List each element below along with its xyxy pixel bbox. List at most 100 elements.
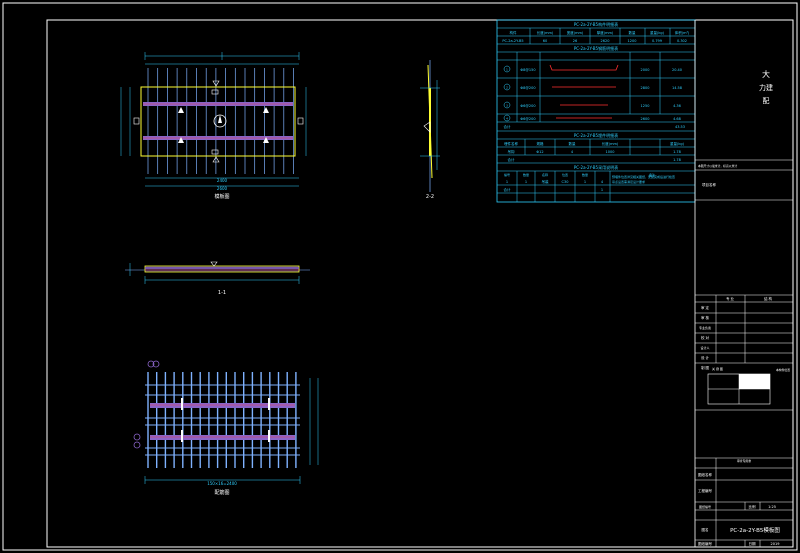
- rebar-spec-2: Φ8@200: [520, 86, 535, 90]
- drawing-frame-inner: [46, 19, 794, 548]
- note-h-1: 数量: [523, 172, 529, 177]
- rebar-id-2: 2: [506, 86, 508, 90]
- note-h-5: 备注: [649, 172, 655, 177]
- table-h-5: 重量(kg): [650, 30, 665, 35]
- company-line-2: 力建: [759, 83, 773, 92]
- note-text-2: 吊点设置需满足设计要求: [612, 179, 645, 184]
- rebar-strip-1: [150, 403, 295, 408]
- note-h-4: 数量: [582, 172, 588, 177]
- embed-h-3: 长度(mm): [602, 141, 619, 146]
- key-plan-note: 本构件位置: [776, 368, 790, 372]
- note-h-3: 位置: [562, 172, 568, 177]
- note-h-2: 名称: [542, 172, 548, 177]
- rebar-len-3: 1250: [641, 104, 650, 108]
- section-2-2[interactable]: 2-2: [420, 60, 440, 200]
- table-h-4: 数量: [629, 30, 637, 35]
- rebar-id-4: 4: [506, 117, 508, 121]
- section-1-1-label: 1-1: [218, 290, 226, 296]
- note-h-0: 编号: [504, 172, 510, 177]
- bottom-mid: 日期: [749, 541, 757, 546]
- company-line-3: 配: [763, 97, 770, 105]
- small-note: 本图尺寸以毫米计，标高以米计: [698, 164, 737, 168]
- grid-header-1: 专 业: [726, 296, 735, 301]
- rebar-total-value: 43.53: [675, 125, 685, 129]
- plan-dim-partial: 2400: [217, 178, 228, 183]
- note-r-4: 1: [584, 180, 586, 184]
- rebar-kg-4: 4.68: [673, 117, 681, 121]
- rebar-spec-4: Φ6@200: [520, 117, 535, 121]
- embed-r-2: 4: [571, 150, 574, 154]
- company-line-1: 大: [762, 69, 770, 79]
- rebar-kg-3: 4.36: [673, 104, 681, 108]
- table-r-1: 60: [543, 39, 547, 43]
- embed-r-3: 1000: [606, 150, 615, 154]
- plan-view-label: 模板图: [214, 193, 229, 200]
- title-block[interactable]: 大 力建 配 本图尺寸以毫米计，标高以米计 项目名称 专 业 结 构 审 定 审…: [694, 20, 793, 547]
- drawing-name-label: 图名: [702, 527, 709, 532]
- title-row-4: 设计人: [700, 345, 709, 350]
- note-r-1: 1: [525, 180, 527, 184]
- embed-total-label: 合计: [508, 157, 516, 162]
- note-total-value: 1: [601, 188, 603, 192]
- f-row-0: 图纸名称: [698, 472, 712, 477]
- note-r-0: 1: [506, 180, 508, 184]
- embed-h-2: 数量: [569, 141, 577, 146]
- rebar-dim-label: 150×16=2400: [207, 481, 237, 486]
- note-r-3: C30: [562, 180, 569, 184]
- embed-r-4: 1.78: [673, 150, 681, 154]
- title-row-0: 审 定: [701, 305, 710, 310]
- embed-total-value: 1.78: [673, 158, 681, 162]
- embed-r-0: 吊钩: [508, 149, 516, 154]
- bottom-left: 图纸编号: [698, 541, 712, 546]
- section-1-1[interactable]: 1-1: [125, 261, 310, 296]
- table-r-5: 0.799: [652, 39, 662, 43]
- title-row-2: 专业负责: [699, 325, 711, 330]
- table-r-4: 1200: [628, 39, 637, 43]
- table-title-3: PC-2a-2Y-B5埋件明细表: [574, 132, 618, 138]
- note-text-1: 预埋件位置详见相关图纸，安装完成后进行检查: [612, 174, 675, 179]
- table-h-3: 厚度(mm): [597, 30, 614, 35]
- drawing-title: PC-2a-2Y-B5模板图: [730, 526, 780, 534]
- stamp-note: 审查专用章: [737, 459, 751, 463]
- table-r-6: 0.302: [677, 39, 687, 43]
- f-row-2: 图纸编号: [699, 504, 711, 509]
- rebar-id-1: 1: [506, 68, 508, 72]
- f-row-1: 工程编号: [698, 488, 712, 493]
- scale-value: 1:25: [768, 505, 776, 509]
- schedule-tables[interactable]: PC-2a-2Y-B5构件明细表 构件 长度(mm) 宽度(mm) 厚度(mm)…: [496, 19, 696, 203]
- rebar-len-2: 2800: [641, 86, 650, 90]
- note-r-2: 吊装: [542, 179, 550, 184]
- title-row-5: 设 计: [701, 355, 710, 360]
- rebar-spec-1: Φ8@150: [520, 68, 535, 72]
- table-title-2: PC-2a-2Y-B5钢筋明细表: [574, 45, 618, 51]
- key-plan-label: 关 键 图: [712, 366, 723, 371]
- table-title-1: PC-2a-2Y-B5构件明细表: [574, 21, 618, 27]
- rebar-total-label: 合计: [504, 124, 512, 129]
- title-row-3: 校 对: [701, 335, 710, 340]
- rebar-spec-3: Φ6@200: [520, 104, 535, 108]
- note-total-label: 合计: [504, 187, 512, 192]
- table-h-2: 宽度(mm): [567, 30, 584, 35]
- table-h-0: 构件: [510, 30, 518, 35]
- section-2-2-label: 2-2: [426, 194, 434, 200]
- rebar-kg-1: 20.40: [672, 68, 682, 72]
- rebar-id-3: 3: [506, 104, 508, 108]
- project-label: 项目名称: [702, 182, 716, 187]
- table-h-1: 长度(mm): [537, 30, 554, 35]
- rebar-layout-view[interactable]: 150×16=2400 配筋图: [133, 360, 319, 496]
- rebar-kg-2: 14.58: [672, 86, 682, 90]
- plan-dim-total: 2600: [217, 186, 228, 191]
- slab-outline: [140, 86, 296, 157]
- rebar-view-label: 配筋图: [214, 489, 229, 496]
- scale-label: 比例: [749, 504, 757, 509]
- table-r-0: PC-2a-2Y-B5: [502, 39, 523, 43]
- plan-view[interactable]: 模板图 2600 2400: [120, 52, 307, 200]
- embed-h-1: 规格: [537, 141, 545, 146]
- title-row-6: 制 图: [701, 365, 710, 370]
- embed-r-1: Φ12: [536, 150, 543, 154]
- rebar-len-4: 2600: [641, 117, 650, 121]
- note-r-5: 4: [601, 180, 604, 184]
- table-title-4: PC-2a-2Y-B5采用说明表: [574, 164, 618, 170]
